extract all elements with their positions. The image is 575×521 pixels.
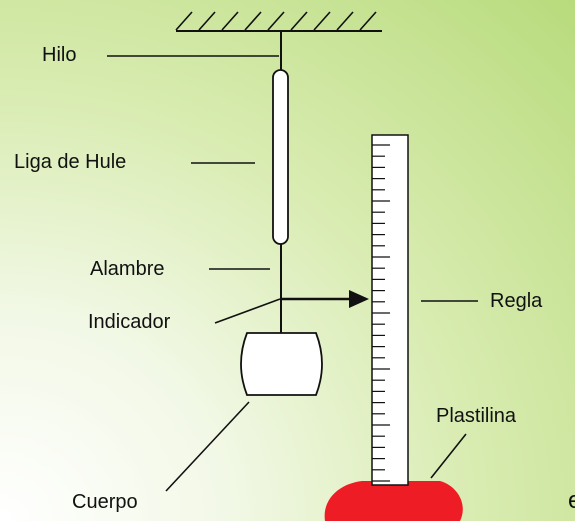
rubber-band bbox=[272, 69, 289, 245]
plasticine-base bbox=[324, 481, 463, 521]
label-indicador: Indicador bbox=[88, 311, 171, 333]
label-regla: Regla bbox=[490, 290, 543, 312]
ruler bbox=[371, 134, 409, 486]
ceiling-support bbox=[175, 11, 382, 32]
label-cuerpo: Cuerpo bbox=[72, 491, 138, 513]
label-hilo: Hilo bbox=[42, 44, 77, 66]
ruler-ticks bbox=[372, 144, 390, 482]
label-liga-de-hule: Liga de Hule bbox=[14, 151, 127, 173]
indicador-leader bbox=[214, 298, 281, 324]
label-plastilina: Plastilina bbox=[436, 405, 517, 427]
edge-text-fragment: e bbox=[568, 487, 575, 514]
cuerpo-leader bbox=[165, 401, 250, 492]
body-weight bbox=[240, 332, 323, 396]
label-alambre: Alambre bbox=[90, 258, 165, 280]
leader-lines bbox=[107, 55, 478, 492]
plastilina-leader bbox=[430, 433, 467, 479]
indicator-arrow bbox=[282, 290, 369, 308]
